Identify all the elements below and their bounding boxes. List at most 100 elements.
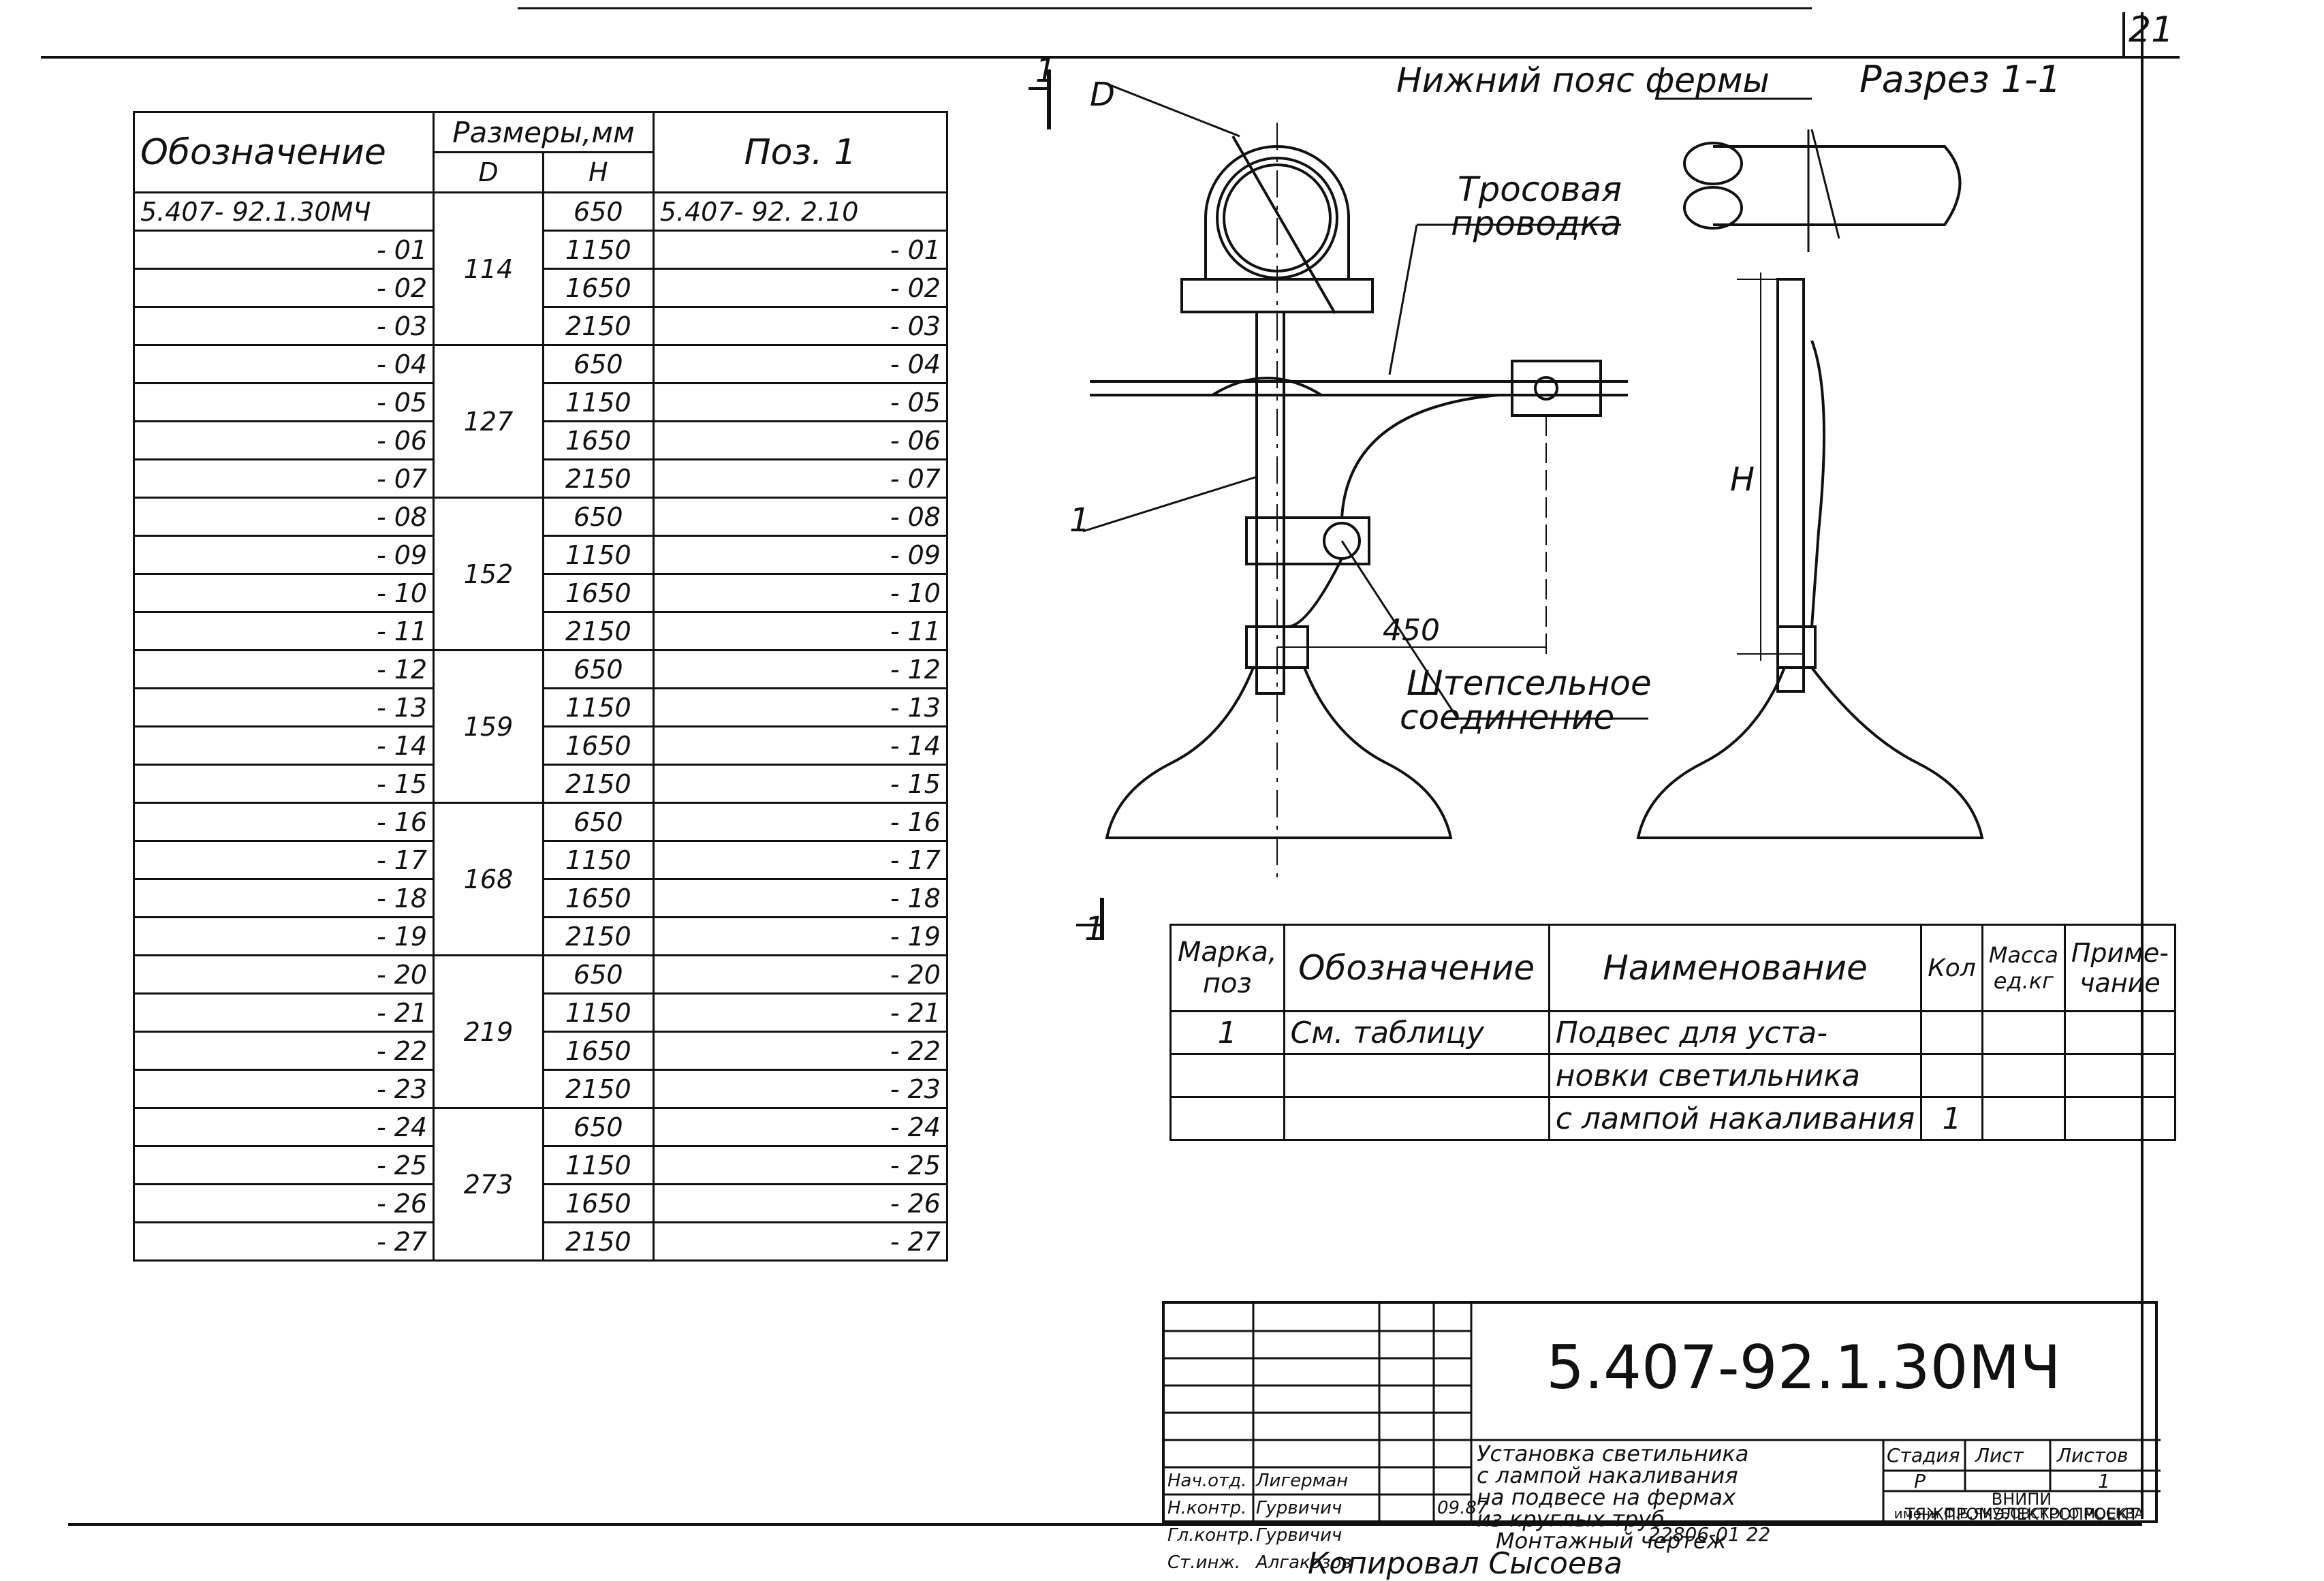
truss-chord bbox=[1713, 145, 1962, 226]
cell-H: 1650 bbox=[541, 725, 655, 766]
cell-pos1: - 16 bbox=[652, 802, 949, 842]
title-line-3: на подвесе на фермах bbox=[1477, 1484, 1736, 1510]
cell-designation: - 08 bbox=[132, 497, 435, 537]
stage-header: Стадия bbox=[1887, 1444, 1960, 1467]
truss-label: Нижний пояс фермы bbox=[1396, 61, 1770, 100]
cell-pos1: - 15 bbox=[652, 764, 949, 804]
sheets-header: Листов bbox=[2057, 1444, 2129, 1467]
signature-role: Гл.контр. bbox=[1167, 1525, 1255, 1546]
title-block: 5.407-92.1.30МЧ Установка светильника с … bbox=[1162, 1301, 2161, 1573]
drawing-title: Установка светильника с лампой накаливан… bbox=[1477, 1443, 1879, 1552]
title-line-4: из круглых труб bbox=[1477, 1506, 1665, 1532]
sheet-value: 1 bbox=[2098, 1470, 2110, 1492]
section-title: Разрез 1-1 bbox=[1859, 58, 2061, 101]
cell-H: 2150 bbox=[541, 1221, 655, 1262]
cell-pos1: - 09 bbox=[652, 535, 949, 575]
cell-pos1: - 11 bbox=[652, 611, 949, 651]
cable-label-2: проводка bbox=[1451, 204, 1622, 243]
org-line-4: МОСКВА bbox=[2083, 1505, 2144, 1522]
size-table: Обозначение Размеры,мм Поз. 1 D H 5.407-… bbox=[132, 111, 949, 1262]
cell-pos1: - 14 bbox=[652, 725, 949, 766]
spec-cell-name: новки светильника bbox=[1548, 1053, 1923, 1098]
org-line-1: ВНИПИ bbox=[1991, 1490, 2052, 1509]
cell-H: 650 bbox=[541, 1107, 655, 1147]
cell-designation: - 27 bbox=[132, 1221, 435, 1262]
spec-cell-mass bbox=[1981, 1053, 2066, 1098]
cell-D: 159 bbox=[433, 649, 544, 804]
cell-H: 650 bbox=[541, 344, 655, 384]
title-line-2: с лампой накаливания bbox=[1477, 1462, 1738, 1488]
cell-H: 650 bbox=[541, 954, 655, 995]
suspension-tube-section bbox=[1776, 278, 1805, 693]
dim-450: 450 bbox=[1383, 613, 1440, 648]
signature-row: Гл.контр.Гурвичич bbox=[1165, 1522, 1471, 1549]
cell-H: 1150 bbox=[541, 840, 655, 880]
sheet-header: Лист bbox=[1975, 1444, 2024, 1467]
spec-cell-mark: 1 bbox=[1169, 1010, 1285, 1055]
cell-pos1: - 19 bbox=[652, 916, 949, 956]
cell-designation: - 15 bbox=[132, 764, 435, 804]
cell-H: 2150 bbox=[541, 611, 655, 651]
signature-name: Алгакозов bbox=[1256, 1552, 1352, 1573]
cell-pos1: - 08 bbox=[652, 497, 949, 537]
cell-pos1: - 22 bbox=[652, 1031, 949, 1071]
cell-pos1: - 07 bbox=[652, 458, 949, 499]
cell-designation: - 19 bbox=[132, 916, 435, 956]
cell-designation: - 01 bbox=[132, 230, 435, 270]
cell-designation: - 03 bbox=[132, 306, 435, 346]
cell-designation: - 13 bbox=[132, 687, 435, 727]
signature-date: 09.87 bbox=[1437, 1498, 1488, 1518]
spec-table: Марка, поз Обозначение Наименование Кол … bbox=[1169, 924, 2177, 1141]
section-mark-top: 1 bbox=[1035, 54, 1056, 90]
cell-designation: - 09 bbox=[132, 535, 435, 575]
spec-cell-name: Подвес для уста- bbox=[1548, 1010, 1923, 1055]
cell-pos1: - 05 bbox=[652, 382, 949, 422]
spec-note-header: Приме- чание bbox=[2063, 924, 2177, 1012]
dim-D-label: D bbox=[1090, 76, 1115, 114]
cell-H: 1150 bbox=[541, 1145, 655, 1185]
assembly-drawing: 1 1 D Нижний пояс фермы Разрез 1-1 Тросо… bbox=[1028, 54, 2061, 940]
spec-cell-qty bbox=[1920, 1053, 1983, 1098]
drawing-code: 5.407-92.1.30МЧ bbox=[1546, 1332, 2061, 1403]
cell-pos1: - 17 bbox=[652, 840, 949, 880]
cell-H: 1650 bbox=[541, 1183, 655, 1223]
cell-designation: - 22 bbox=[132, 1031, 435, 1071]
cable-label-1: Тросовая bbox=[1458, 170, 1622, 209]
cell-designation: - 17 bbox=[132, 840, 435, 880]
cell-pos1: - 18 bbox=[652, 878, 949, 918]
spec-name-header: Наименование bbox=[1548, 924, 1923, 1012]
spec-mass-header: Масса ед.кг bbox=[1981, 924, 2066, 1012]
cell-D: 273 bbox=[433, 1107, 544, 1262]
cell-designation: - 16 bbox=[132, 802, 435, 842]
cell-H: 1650 bbox=[541, 878, 655, 918]
cell-D: 127 bbox=[433, 344, 544, 499]
cell-designation: - 25 bbox=[132, 1145, 435, 1185]
dim-H-label: H bbox=[1730, 460, 1755, 499]
spec-cell-qty bbox=[1920, 1010, 1983, 1055]
cell-designation: - 18 bbox=[132, 878, 435, 918]
cell-H: 1150 bbox=[541, 382, 655, 422]
cell-designation: - 14 bbox=[132, 725, 435, 766]
cell-D: 168 bbox=[433, 802, 544, 956]
sheet-number: 21 bbox=[2129, 10, 2174, 50]
cell-pos1: - 12 bbox=[652, 649, 949, 689]
